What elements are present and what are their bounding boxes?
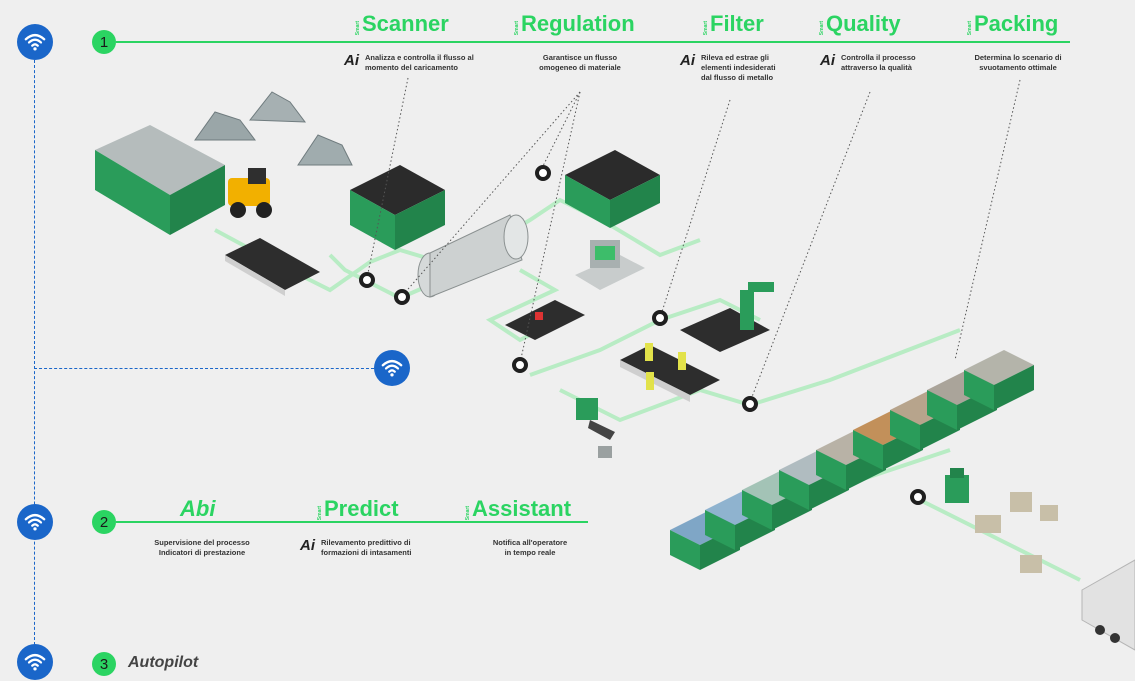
wifi-icon (17, 644, 53, 680)
level-2-line (116, 521, 588, 523)
level-1-line (116, 41, 1070, 43)
storage-containers (670, 350, 1034, 570)
conveyor-belt (225, 238, 320, 296)
sensor-node-icon (359, 165, 926, 505)
level-3-badge: 3 (92, 652, 116, 676)
bin-container (565, 150, 660, 228)
conveyor-belt (505, 300, 585, 340)
autopilot-label: Autopilot (128, 654, 199, 671)
bin-container (350, 165, 445, 250)
leader-lines (366, 77, 1021, 403)
wifi-icon (17, 24, 53, 60)
loading-container (95, 125, 225, 235)
wifi-icon (374, 350, 410, 386)
module-abi-title: Abi (180, 496, 216, 521)
level-2-badge: 2 (92, 510, 116, 534)
truck (1081, 559, 1135, 651)
loader-vehicle (228, 168, 272, 218)
control-station (575, 240, 645, 290)
level-1-badge: 1 (92, 30, 116, 54)
baler-machine (945, 468, 1058, 573)
robot-arm (680, 282, 774, 352)
ai-icon: Ai (820, 52, 835, 69)
scrap-piles (194, 91, 353, 166)
drum-screen (417, 214, 529, 298)
shredder (576, 398, 615, 458)
wifi-icon (17, 504, 53, 540)
connector-dashed (34, 368, 374, 369)
ai-icon: Ai (300, 537, 315, 554)
timeline-line (34, 50, 35, 650)
ai-icon: Ai (680, 52, 695, 69)
ai-icon: Ai (344, 52, 359, 69)
sorting-conveyor (620, 343, 720, 402)
